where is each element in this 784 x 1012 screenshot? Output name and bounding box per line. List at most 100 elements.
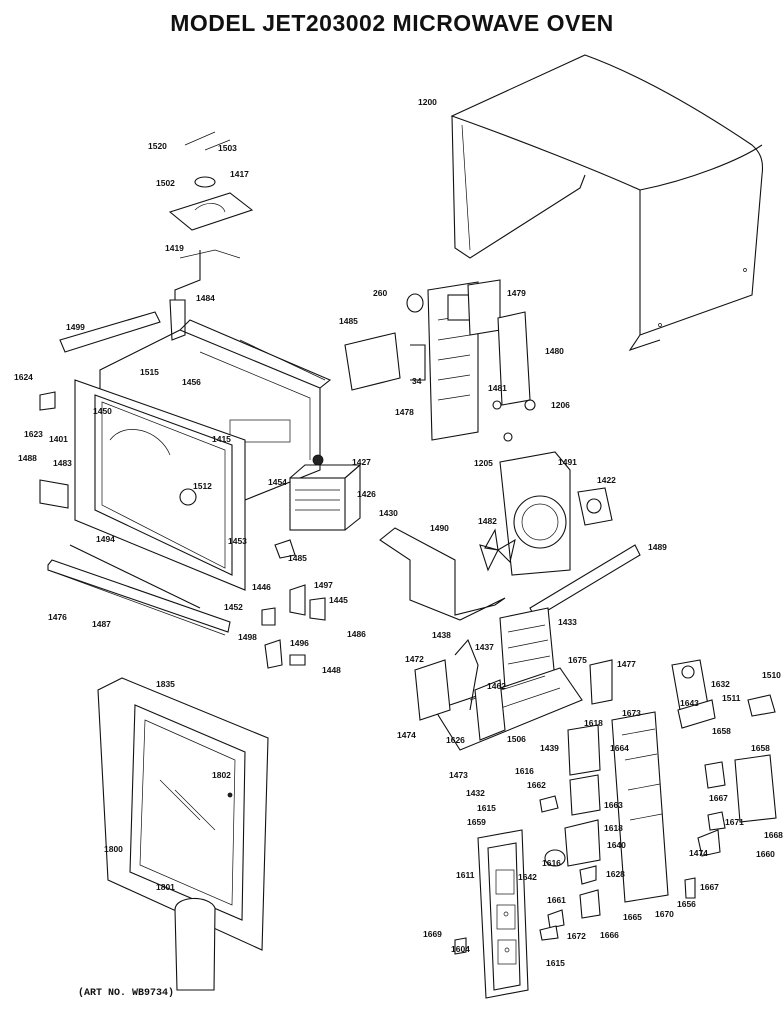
control-panel: [477, 829, 529, 999]
part-label: 1669: [423, 929, 442, 939]
part-label: 1604: [451, 944, 470, 954]
part-label: 1512: [193, 481, 212, 491]
part-label: 1426: [357, 489, 376, 499]
part-label: 1632: [711, 679, 730, 689]
part-label: 1454: [268, 477, 287, 487]
part-label: 1660: [756, 849, 775, 859]
part-label: 34: [412, 376, 422, 386]
part-label: 1835: [156, 679, 175, 689]
part-label: 1661: [547, 895, 566, 905]
part-label: 1642: [518, 872, 537, 882]
part-label: 1616: [542, 858, 561, 868]
part-label: 1658: [712, 726, 731, 736]
part-label: 1415: [212, 434, 231, 444]
part-label: 1488: [18, 453, 37, 463]
part-label: 1462: [487, 681, 506, 691]
sill-and-latches: [47, 539, 326, 669]
fan-assembly: [479, 451, 613, 576]
part-label: 1520: [148, 141, 167, 151]
part-label: 1658: [751, 743, 770, 753]
door-assembly: [97, 677, 269, 991]
part-label: 1671: [725, 817, 744, 827]
part-label: 1445: [329, 595, 348, 605]
part-label: 1675: [568, 655, 587, 665]
part-label: 1802: [212, 770, 231, 780]
part-label: 1497: [314, 580, 333, 590]
part-label: 1453: [228, 536, 247, 546]
part-label: 1668: [764, 830, 783, 840]
part-label: 260: [373, 288, 387, 298]
part-label: 1662: [527, 780, 546, 790]
part-label: 1486: [347, 629, 366, 639]
control-bracket: [454, 711, 669, 955]
part-label: 1611: [456, 870, 475, 880]
part-label: 1430: [379, 508, 398, 518]
part-label: 1487: [92, 619, 111, 629]
air-guide-panel: [344, 279, 536, 442]
base-chassis: [414, 638, 613, 751]
part-label: 1659: [467, 817, 486, 827]
part-label: 1419: [165, 243, 184, 253]
part-label: 1480: [545, 346, 564, 356]
part-label: 1510: [762, 670, 781, 680]
part-label: 1673: [622, 708, 641, 718]
part-label: 1474: [397, 730, 416, 740]
part-label: 1502: [156, 178, 175, 188]
part-label: 1503: [218, 143, 237, 153]
part-label: 1628: [606, 869, 625, 879]
stirrer-assembly: [168, 131, 254, 300]
part-label: 1623: [24, 429, 43, 439]
part-label: 1670: [655, 909, 674, 919]
part-label: 1452: [224, 602, 243, 612]
part-label: 1499: [66, 322, 85, 332]
part-label: 1663: [604, 800, 623, 810]
part-labels: 1200 1520 1503 1502 1417 1419 1484 1499 …: [14, 97, 783, 968]
outer-case: [450, 54, 764, 352]
part-label: 1474: [689, 848, 708, 858]
part-label: 1624: [14, 372, 33, 382]
part-label: 1427: [352, 457, 371, 467]
part-label: 1205: [474, 458, 493, 468]
part-label: 1485: [339, 316, 358, 326]
part-label: 1439: [540, 743, 559, 753]
part-label: 1489: [648, 542, 667, 552]
part-label: 1417: [230, 169, 249, 179]
part-label: 1482: [478, 516, 497, 526]
part-label: 1506: [507, 734, 526, 744]
part-label: 1616: [515, 766, 534, 776]
part-label: 1615: [546, 958, 565, 968]
part-label: 1206: [551, 400, 570, 410]
part-label: 1618: [604, 823, 623, 833]
part-label: 1672: [567, 931, 586, 941]
switch-parts: [671, 659, 777, 899]
part-label: 1438: [432, 630, 451, 640]
part-label: 1476: [48, 612, 67, 622]
front-frame: [39, 379, 246, 591]
part-label: 1456: [182, 377, 201, 387]
part-label: 1484: [196, 293, 215, 303]
part-label: 1491: [558, 457, 577, 467]
magnetron: [289, 454, 362, 531]
part-label: 1494: [96, 534, 115, 544]
part-label: 1481: [488, 383, 507, 393]
part-label: 1664: [610, 743, 629, 753]
part-label: 1448: [322, 665, 341, 675]
part-label: 1483: [53, 458, 72, 468]
part-label: 1401: [49, 434, 68, 444]
part-label: 1667: [700, 882, 719, 892]
part-label: 1200: [418, 97, 437, 107]
part-label: 1422: [597, 475, 616, 485]
diagram-title: MODEL JET203002 MICROWAVE OVEN: [170, 10, 614, 36]
part-label: 1432: [466, 788, 485, 798]
part-label: 1626: [446, 735, 465, 745]
part-label: 1446: [252, 582, 271, 592]
part-label: 1450: [93, 406, 112, 416]
part-label: 1437: [475, 642, 494, 652]
part-label: 1667: [709, 793, 728, 803]
part-label: 1666: [600, 930, 619, 940]
part-label: 1656: [677, 899, 696, 909]
part-label: 1490: [430, 523, 449, 533]
part-label: 1615: [477, 803, 496, 813]
